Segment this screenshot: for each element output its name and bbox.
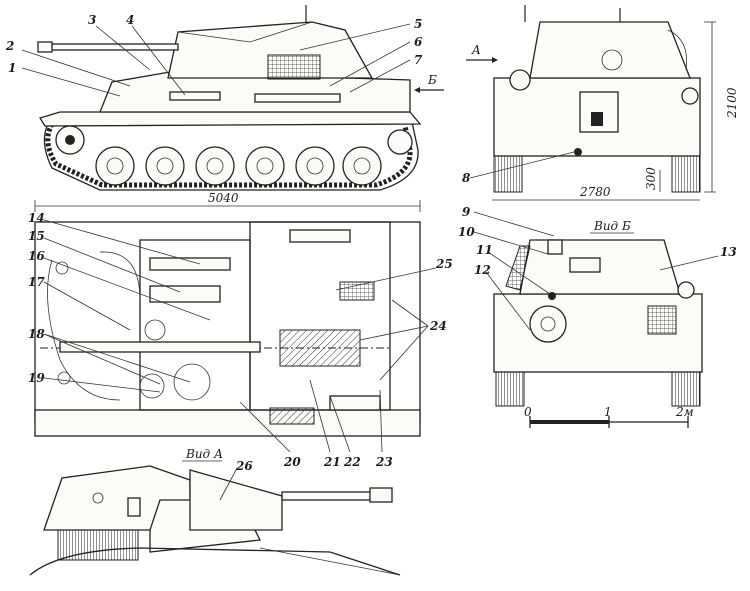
callout-1: 1 [8, 61, 16, 75]
dimension-height: 2100 [725, 87, 739, 119]
callout-8: 8 [462, 171, 471, 185]
callout-3: 3 [88, 13, 96, 27]
front-view-b: Вид Б 9 10 11 12 13 [458, 205, 737, 428]
dimension-clearance: 300 [644, 167, 658, 190]
callout-14: 14 [28, 211, 45, 225]
callout-20: 20 [283, 455, 301, 469]
callout-10: 10 [458, 225, 475, 239]
callout-16: 16 [28, 249, 45, 263]
view-arrow-a: A [471, 43, 481, 57]
scale-bar: 0 1 2м [524, 405, 694, 428]
view-arrow-b: Б [427, 73, 437, 87]
callout-26: 26 [235, 459, 253, 473]
scale-tick-1: 1 [604, 405, 612, 419]
callout-22: 22 [343, 455, 361, 469]
dimension-length: 5040 [208, 191, 239, 205]
dimension-width: 2780 [579, 185, 611, 199]
callout-6: 6 [414, 35, 423, 49]
view-a-title: Вид А [185, 447, 223, 461]
callout-2: 2 [5, 39, 14, 53]
view-b-title: Вид Б [593, 219, 631, 233]
rear-view: 2100 300 2780 8 [462, 5, 739, 201]
callout-12: 12 [474, 263, 491, 277]
callout-17: 17 [28, 275, 45, 289]
side-view: 1 2 3 4 5 6 7 A Б [5, 5, 498, 191]
callout-15: 15 [28, 229, 45, 243]
scale-tick-0: 0 [524, 405, 532, 419]
view-a: Вид А 26 [29, 447, 401, 576]
callout-7: 7 [414, 53, 423, 67]
callout-23: 23 [375, 455, 393, 469]
callout-21: 21 [323, 455, 341, 469]
callout-11: 11 [476, 243, 493, 257]
callout-24: 24 [429, 319, 447, 333]
callout-5: 5 [414, 17, 422, 31]
road-wheels [95, 146, 382, 186]
plan-view: 5040 [28, 191, 453, 469]
callout-9: 9 [462, 205, 471, 219]
callout-25: 25 [435, 257, 453, 271]
callout-13: 13 [720, 245, 737, 259]
scale-tick-2: 2м [675, 405, 694, 419]
callout-19: 19 [28, 371, 45, 385]
callout-18: 18 [28, 327, 45, 341]
callout-4: 4 [126, 13, 134, 27]
